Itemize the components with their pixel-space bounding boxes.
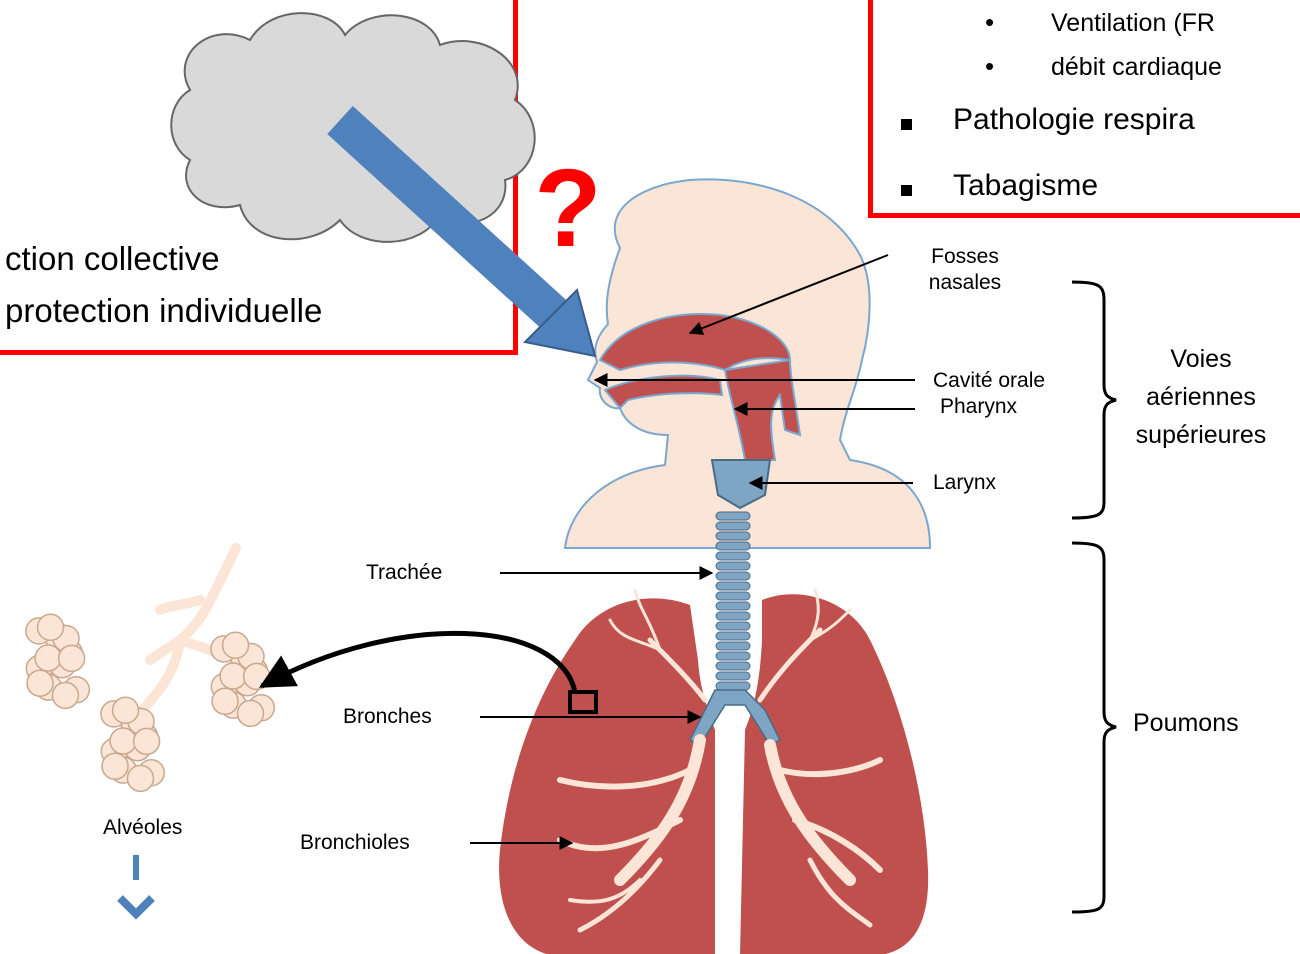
trachea-rings <box>716 512 750 690</box>
label-pharynx: Pharynx <box>940 395 1017 419</box>
label-trachee: Trachée <box>366 561 442 585</box>
trachea-ring <box>716 672 750 680</box>
trachea-ring <box>716 532 750 540</box>
alveoli-cluster <box>26 548 274 791</box>
label-larynx: Larynx <box>933 471 996 495</box>
label-alveoles: Alvéoles <box>103 816 182 840</box>
alveolus <box>35 645 61 671</box>
trachea-ring <box>716 572 750 580</box>
trachea-ring <box>716 682 750 690</box>
trachea-ring <box>716 562 750 570</box>
alveolus <box>134 728 160 754</box>
alveolus <box>113 697 139 723</box>
group-poumons: Poumons <box>1133 704 1239 742</box>
trachea-ring <box>716 522 750 530</box>
trachea-ring <box>716 542 750 550</box>
trachea-ring <box>716 552 750 560</box>
label-bronches: Bronches <box>343 705 432 729</box>
question-mark: ? <box>534 147 601 270</box>
down-arrow-icon <box>120 855 152 914</box>
alveolus <box>127 765 153 791</box>
label-fosses-nasales: Fosses nasales <box>910 244 1020 296</box>
alveolus <box>27 670 53 696</box>
alveolus <box>38 614 64 640</box>
alveolus <box>52 682 78 708</box>
label-bronchioles: Bronchioles <box>300 831 410 855</box>
trachea-ring <box>716 642 750 650</box>
alveolus <box>102 753 128 779</box>
group-voies-aeriennes: Voies aériennes supérieures <box>1110 340 1292 454</box>
trachea-ring <box>716 592 750 600</box>
alveolus <box>110 728 136 754</box>
alveolus <box>212 688 238 714</box>
trachea-ring <box>716 662 750 670</box>
trachea-ring <box>716 582 750 590</box>
zoom-arrow <box>262 633 575 692</box>
bracket-poumons <box>1072 543 1116 912</box>
trachea-ring <box>716 512 750 520</box>
alveolus <box>220 663 246 689</box>
alveolus <box>59 645 85 671</box>
alveolus <box>237 700 263 726</box>
trachea-ring <box>716 622 750 630</box>
trachea-ring <box>716 632 750 640</box>
trachea-ring <box>716 652 750 660</box>
alveolus <box>223 632 249 658</box>
label-cavite-orale: Cavité orale <box>933 369 1045 393</box>
trachea-ring <box>716 602 750 610</box>
trachea-ring <box>716 612 750 620</box>
